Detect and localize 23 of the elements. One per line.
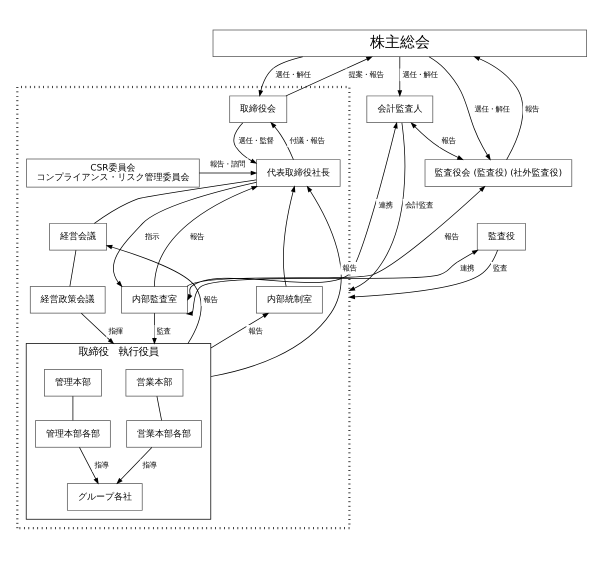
edge-label: 指導 <box>142 460 157 470</box>
edge-label: 付議・報告 <box>290 136 325 146</box>
edge-label: 選任・解任 <box>474 104 510 114</box>
edge-label: 提案・報告 <box>348 70 384 80</box>
edge-label: 報告 <box>444 232 458 242</box>
edge-label: 報告 <box>441 136 456 146</box>
edge-label: 報告 <box>525 104 540 114</box>
edge-label: 報告 <box>342 264 357 273</box>
edge-label: 選任・解任 <box>276 70 311 80</box>
edge-label: 報告 <box>248 326 263 336</box>
edge-label: 会計監査 <box>405 200 434 210</box>
edge-label: 報告 <box>203 295 218 304</box>
edge-label: 指導 <box>94 460 108 470</box>
edge-label: 連携 <box>378 200 392 210</box>
edge-label: 選任・解任 <box>402 70 438 80</box>
edge-label: 指示 <box>144 232 159 242</box>
edge-label: 連携 <box>460 264 474 273</box>
edge-label: 監査 <box>493 264 508 273</box>
edge-label: 選任・監督 <box>238 136 274 146</box>
edge-label: 指揮 <box>108 326 122 336</box>
edge-label: 報告・諮問 <box>210 160 246 169</box>
edge-label: 監査 <box>156 326 171 336</box>
edge-label: 報告 <box>190 232 204 242</box>
